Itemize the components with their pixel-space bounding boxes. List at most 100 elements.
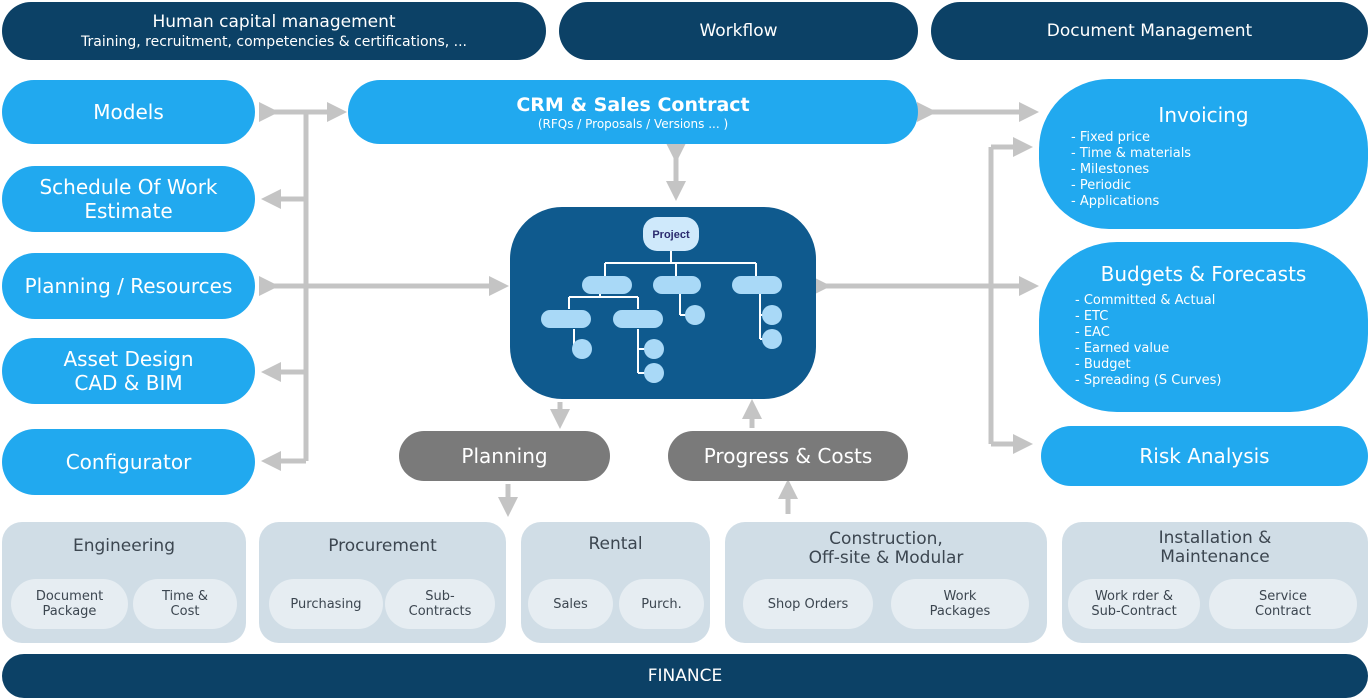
schedule-line1: Schedule Of Work [39, 175, 218, 199]
tree-node [732, 276, 782, 294]
budgets-item: - Budget [1075, 357, 1131, 372]
work-order-pill: Work rder & Sub-Contract [1068, 579, 1200, 629]
invoicing-item: - Milestones [1071, 162, 1150, 177]
installation-title-line1: Installation & [1158, 528, 1272, 548]
pill-line: Cost [170, 604, 200, 619]
risk-analysis-label: Risk Analysis [1139, 444, 1270, 468]
crm-title: CRM & Sales Contract [516, 93, 750, 116]
tree-node [582, 276, 632, 294]
project-node-label: Project [652, 229, 690, 241]
pill-line: Service [1258, 589, 1308, 604]
rental-title: Rental [588, 534, 643, 554]
invoicing-item: - Applications [1071, 194, 1160, 209]
asset-line1: Asset Design [63, 347, 194, 371]
installation-title: Installation & Maintenance [1062, 529, 1368, 567]
configurator-label: Configurator [65, 450, 192, 474]
budgets-list: - Committed & Actual - ETC - EAC - Earne… [1075, 293, 1368, 389]
tree-leaf [644, 363, 664, 383]
tree-leaf [644, 339, 664, 359]
installation-title-line2: Maintenance [1160, 547, 1270, 567]
pill-line: Shop Orders [767, 596, 849, 612]
purch-pill: Purch. [619, 579, 704, 629]
configurator-box: Configurator [2, 429, 255, 495]
invoicing-box: Invoicing - Fixed price - Time & materia… [1039, 79, 1368, 229]
tree-leaf [572, 339, 592, 359]
engineering-panel: Engineering Document Package Time & Cost [2, 522, 246, 643]
planning-resources-box: Planning / Resources [2, 253, 255, 319]
finance-label: FINANCE [647, 666, 723, 686]
pill-line: Packages [929, 604, 991, 619]
pill-line: Work rder & [1094, 589, 1174, 604]
purchasing-pill: Purchasing [269, 579, 383, 629]
tree-node [541, 310, 591, 328]
pill-line: Package [42, 604, 97, 619]
shop-orders-pill: Shop Orders [743, 579, 873, 629]
hcm-subtitle: Training, recruitment, competencies & ce… [80, 34, 467, 50]
risk-analysis-box: Risk Analysis [1041, 426, 1368, 486]
crm-box: CRM & Sales Contract (RFQs / Proposals /… [348, 80, 918, 144]
finance-bar: FINANCE [2, 654, 1368, 698]
budgets-item: - ETC [1075, 309, 1109, 324]
hcm-box: Human capital management Training, recru… [2, 2, 546, 60]
asset-line2: CAD & BIM [74, 371, 183, 395]
construction-title-line2: Off-site & Modular [808, 548, 964, 568]
progress-costs-box: Progress & Costs [668, 431, 908, 481]
budgets-forecasts-box: Budgets & Forecasts - Committed & Actual… [1039, 242, 1368, 412]
progress-costs-label: Progress & Costs [703, 444, 873, 468]
construction-panel: Construction, Off-site & Modular Shop Or… [725, 522, 1047, 643]
sales-pill: Sales [528, 579, 613, 629]
budgets-item: - Spreading (S Curves) [1075, 373, 1222, 388]
pill-line: Purch. [641, 596, 682, 612]
invoicing-list: - Fixed price - Time & materials - Miles… [1071, 130, 1368, 210]
project-node [643, 217, 699, 251]
invoicing-item: - Time & materials [1071, 146, 1192, 161]
tree-node [653, 276, 701, 294]
document-management-label: Document Management [1046, 21, 1253, 41]
schedule-of-work-box: Schedule Of Work Estimate [2, 166, 255, 232]
installation-panel: Installation & Maintenance Work rder & S… [1062, 522, 1368, 643]
models-label: Models [93, 100, 164, 124]
budgets-item: - Committed & Actual [1075, 293, 1216, 308]
models-box: Models [2, 80, 255, 144]
planning-box: Planning [399, 431, 610, 481]
document-package-pill: Document Package [11, 579, 128, 629]
pill-line: Contracts [408, 604, 472, 619]
tree-leaf [685, 305, 705, 325]
schedule-line2: Estimate [84, 199, 173, 223]
procurement-panel: Procurement Purchasing Sub- Contracts [259, 522, 506, 643]
workflow-box: Workflow [559, 2, 918, 60]
tree-leaf [762, 329, 782, 349]
construction-title: Construction, Off-site & Modular [725, 530, 1047, 568]
service-contract-pill: Service Contract [1209, 579, 1357, 629]
pill-line: Document [35, 589, 104, 604]
planning-label: Planning [461, 444, 548, 468]
planning-resources-label: Planning / Resources [24, 274, 233, 298]
workflow-label: Workflow [699, 21, 778, 41]
crm-subtitle: (RFQs / Proposals / Versions ... ) [537, 116, 729, 131]
pill-line: Sub-Contract [1091, 604, 1177, 619]
engineering-title: Engineering [73, 536, 175, 556]
rental-panel: Rental Sales Purch. [521, 522, 710, 643]
tree-leaf [762, 305, 782, 325]
pill-line: Sub- [425, 589, 455, 604]
procurement-title: Procurement [328, 536, 437, 556]
invoicing-title: Invoicing [1158, 103, 1249, 127]
pill-line: Time & [161, 589, 209, 604]
tree-node [613, 310, 663, 328]
pill-line: Work [943, 589, 977, 604]
work-packages-pill: Work Packages [891, 579, 1029, 629]
time-cost-pill: Time & Cost [133, 579, 237, 629]
invoicing-item: - Fixed price [1071, 130, 1150, 145]
budgets-item: - EAC [1075, 325, 1110, 340]
hcm-title: Human capital management [152, 12, 396, 32]
asset-design-box: Asset Design CAD & BIM [2, 338, 255, 404]
sub-contracts-pill: Sub- Contracts [385, 579, 495, 629]
pill-line: Purchasing [290, 596, 362, 612]
project-hub: Project [510, 207, 816, 399]
invoicing-item: - Periodic [1071, 178, 1132, 193]
budgets-item: - Earned value [1075, 341, 1170, 356]
project-tree-diagram: Project [541, 217, 782, 383]
document-management-box: Document Management [931, 2, 1368, 60]
pill-line: Sales [553, 596, 588, 612]
